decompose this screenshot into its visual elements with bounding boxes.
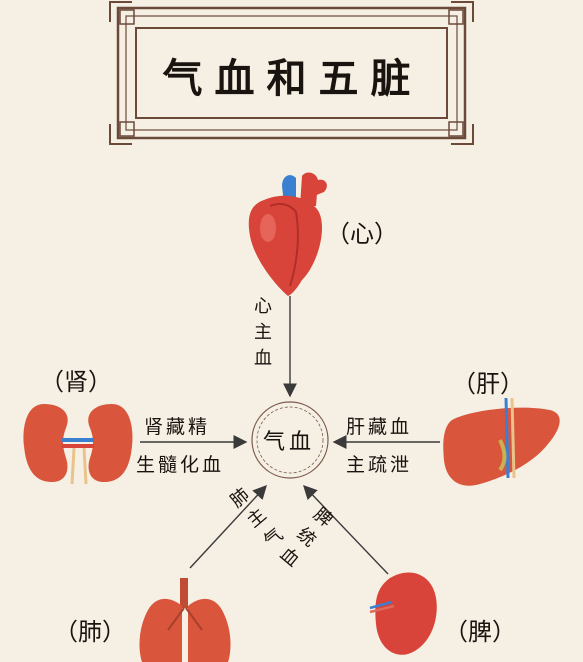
lung-icon (139, 578, 231, 662)
center-qixue: 气血 (262, 430, 315, 455)
arrow-lung (189, 484, 267, 569)
liver-icon (443, 397, 560, 486)
heart-icon (248, 172, 327, 296)
liver-relation-line1: 肝藏血 (346, 416, 413, 438)
spleen-label: （脾） (444, 618, 516, 646)
kidney-relation-line1: 肾藏精 (144, 416, 211, 438)
kidney-label: （肾） (40, 368, 112, 396)
page-title: 气血和五脏 (162, 55, 423, 102)
kidney-icon (23, 404, 133, 485)
liver-relation-line2: 主疏泄 (346, 454, 413, 476)
arrow-spleen (303, 484, 389, 575)
spleen-icon (369, 572, 437, 655)
heart-label: （心） (326, 220, 398, 248)
title-frame (109, 1, 474, 145)
lung-label: （肺） (54, 618, 126, 646)
liver-label: （肝） (452, 370, 524, 398)
kidney-relation-line2: 生髓化血 (136, 454, 225, 476)
heart-relation-label: 心主血 (251, 296, 272, 374)
center-circle (251, 401, 329, 479)
arrows (140, 296, 440, 575)
